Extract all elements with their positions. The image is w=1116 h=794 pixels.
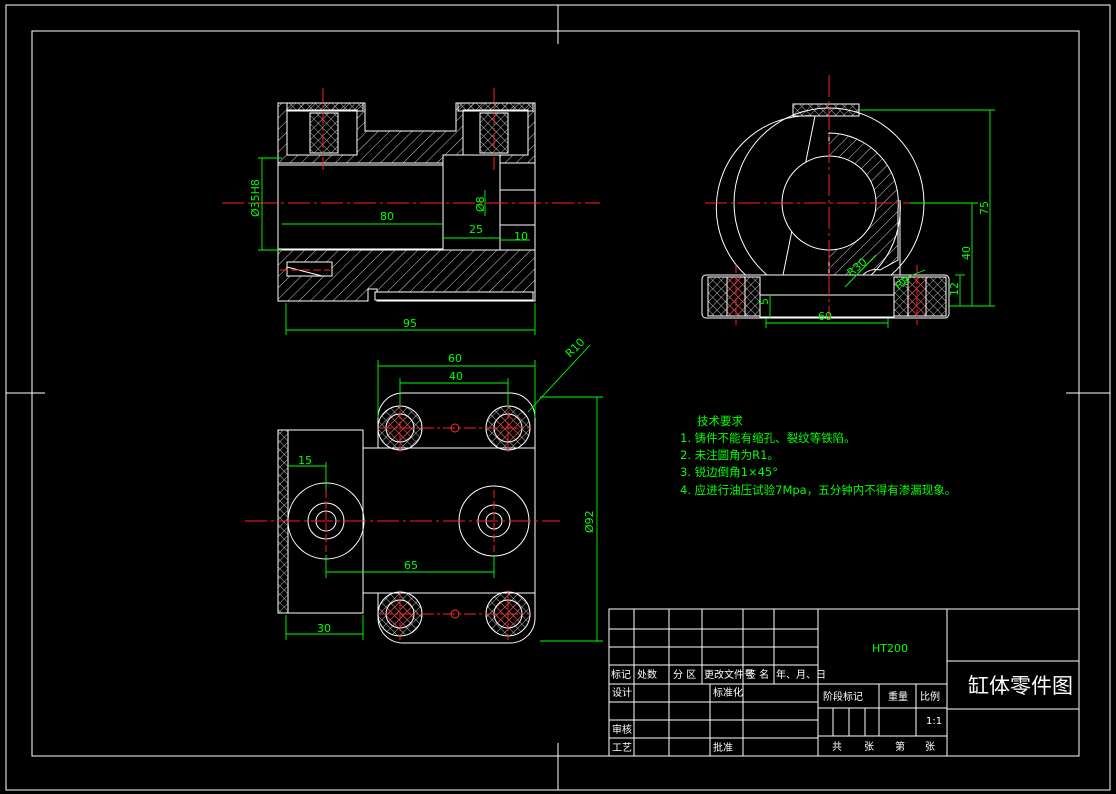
rev-header-sign: 签 名 (746, 668, 769, 681)
tb-total: 共 (832, 741, 842, 753)
tb-scale: 1:1 (926, 716, 942, 727)
side-view: 75 40 12 5 60 R30 R8 (701, 75, 995, 328)
drawing-title: 缸体零件图 (968, 674, 1073, 698)
dim-top-65: 65 (404, 559, 418, 572)
dim-side-60: 60 (818, 310, 832, 323)
dim-side-75: 75 (978, 201, 991, 215)
rev-header-zone: 分 区 (673, 669, 696, 681)
top-view: 60 40 R10 15 65 30 Ø92 (245, 336, 603, 644)
dim-top-92: Ø92 (583, 510, 596, 533)
title-block: 标记 处数 分 区 更改文件号 签 名 年、月、日 设计 标准化 审核 工艺 批… (608, 608, 1080, 757)
rev-header-docno: 更改文件号 (704, 668, 754, 681)
tb-material: HT200 (872, 642, 908, 655)
front-section-view: Ø35H8 80 Ø8 25 10 95 (222, 88, 600, 335)
dim-front-25: 25 (469, 223, 483, 236)
rev-header-count: 处数 (637, 668, 657, 681)
dim-front-80: 80 (380, 210, 394, 223)
tb-design: 设计 (612, 686, 632, 699)
dim-top-15: 15 (298, 454, 312, 467)
dim-side-12: 12 (948, 282, 961, 296)
tb-stage-mark: 阶段标记 (823, 690, 863, 703)
tb-sheet-no: 第 (895, 740, 905, 753)
sheet-frame (5, 4, 1111, 791)
dim-front-10: 10 (514, 230, 528, 243)
tb-sheets: 张 (864, 741, 874, 753)
note-item: 2. 未注圆角为R1。 (680, 448, 779, 462)
notes-heading: 技术要求 (697, 414, 743, 428)
note-item: 3. 锐边倒角1×45° (680, 465, 778, 479)
dim-top-60: 60 (448, 352, 462, 365)
dim-side-r8: R8 (893, 274, 912, 293)
dim-top-30: 30 (317, 622, 331, 635)
technical-requirements: 技术要求 1. 铸件不能有缩孔、裂纹等铁陷。 2. 未注圆角为R1。 3. 锐边… (680, 414, 956, 497)
dim-side-5: 5 (758, 298, 771, 305)
rev-header-mark: 标记 (611, 669, 631, 681)
tb-ratio: 比例 (920, 690, 940, 703)
tb-weight: 重量 (888, 690, 908, 703)
note-item: 1. 铸件不能有缩孔、裂纹等铁陷。 (680, 431, 856, 445)
tb-sheet: 张 (925, 741, 935, 753)
dim-front-phi8: Ø8 (474, 196, 487, 212)
dim-side-40: 40 (960, 246, 973, 260)
tb-check: 审核 (612, 723, 632, 736)
note-item: 4. 应进行油压试验7Mpa，五分钟内不得有渗漏现象。 (680, 483, 956, 497)
tb-approve: 批准 (713, 741, 733, 754)
dim-top-r10: R10 (563, 336, 587, 360)
dim-front-bore: Ø35H8 (249, 179, 262, 217)
tb-process: 工艺 (612, 742, 632, 754)
tb-standard: 标准化 (713, 686, 743, 699)
dim-top-40: 40 (449, 370, 463, 383)
dim-front-95: 95 (403, 317, 417, 330)
rev-header-date: 年、月、日 (776, 668, 826, 681)
